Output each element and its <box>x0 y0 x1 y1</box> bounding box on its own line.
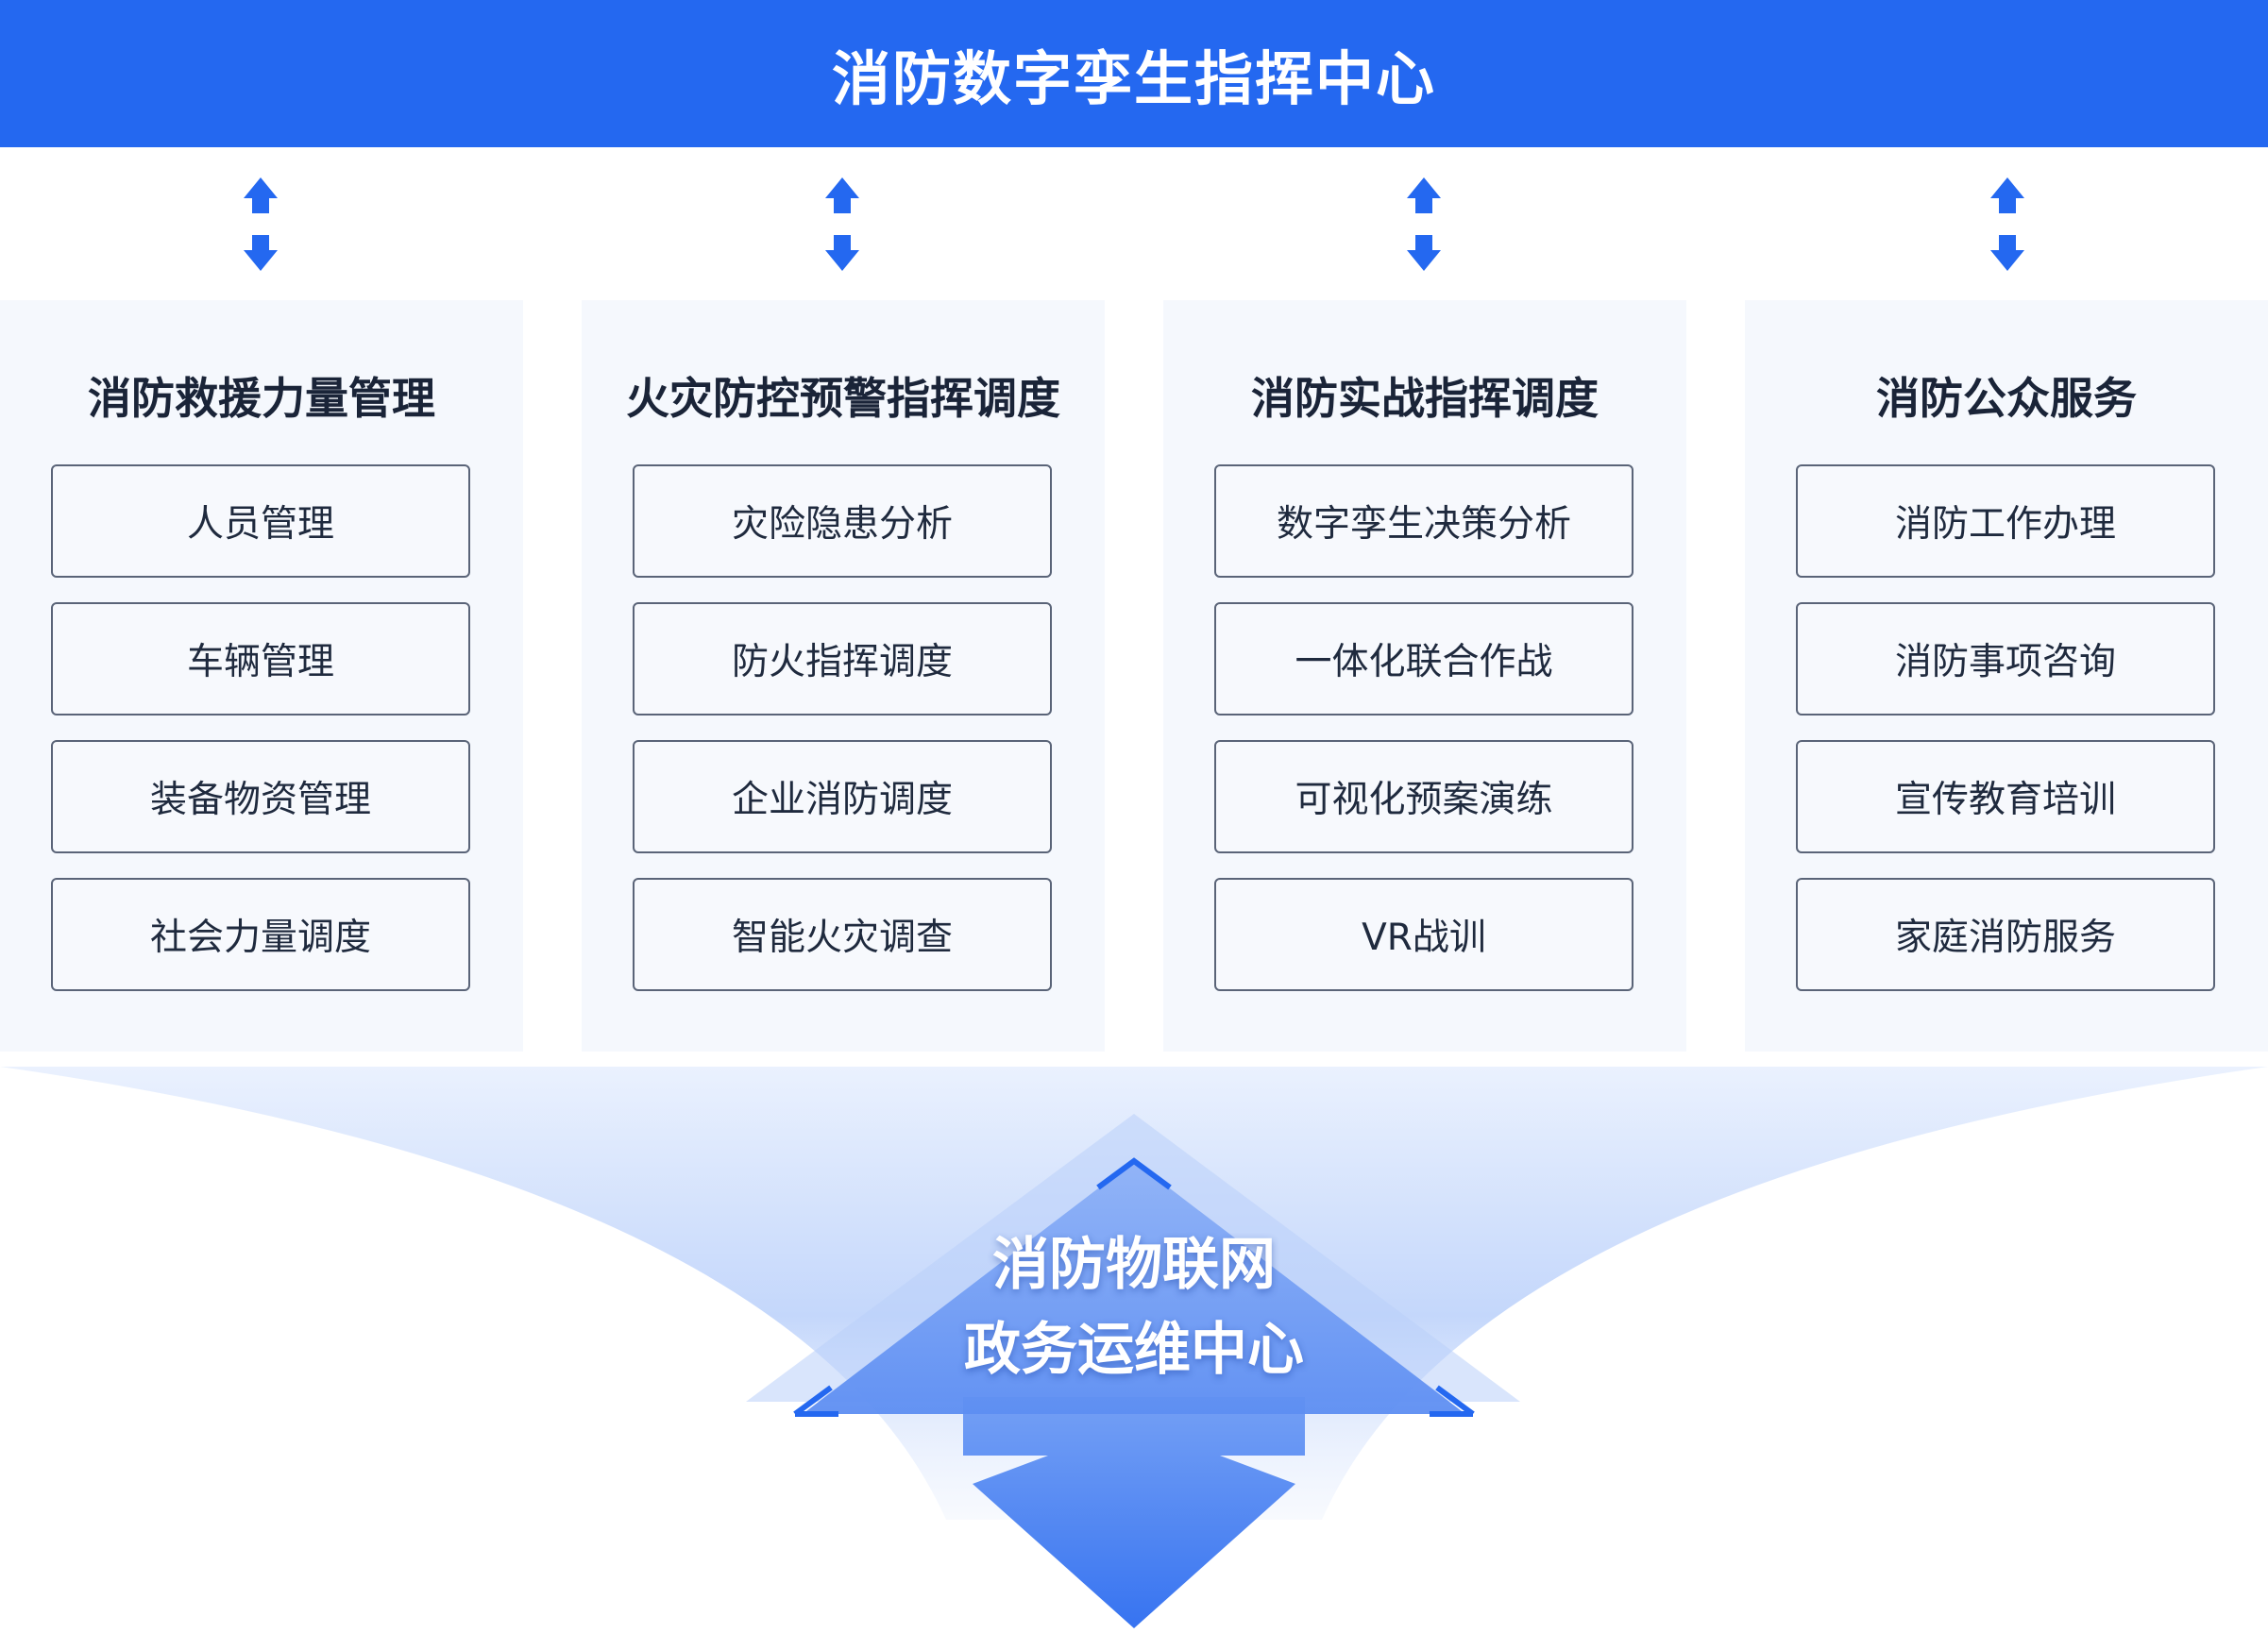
column-fire-prevention: 火灾防控预警指挥调度 灾险隐患分析 防火指挥调度 企业消防调度 智能火灾调查 <box>582 300 1105 1052</box>
top-banner: 消防数字孪生指挥中心 <box>0 0 2268 147</box>
item-box[interactable]: 可视化预案演练 <box>1214 740 1633 853</box>
item-box[interactable]: 人员管理 <box>51 464 470 578</box>
iot-ops-center-label: 消防物联网 政务运维中心 <box>851 1222 1417 1392</box>
double-arrow-icon <box>244 177 278 271</box>
item-box[interactable]: 智能火灾调查 <box>633 878 1052 991</box>
item-box[interactable]: 装备物资管理 <box>51 740 470 853</box>
item-box[interactable]: 车辆管理 <box>51 602 470 715</box>
item-box[interactable]: 消防事项咨询 <box>1796 602 2215 715</box>
converging-funnel-graphic <box>0 1067 2268 1628</box>
double-arrow-icon <box>825 177 859 271</box>
column-rescue-force: 消防救援力量管理 人员管理 车辆管理 装备物资管理 社会力量调度 <box>0 300 523 1052</box>
item-box[interactable]: 灾险隐患分析 <box>633 464 1052 578</box>
item-box[interactable]: 社会力量调度 <box>51 878 470 991</box>
item-box[interactable]: 一体化联合作战 <box>1214 602 1633 715</box>
column-title: 消防公众服务 <box>1876 373 2137 424</box>
connector-arrows <box>244 177 2024 271</box>
double-arrow-icon <box>1990 177 2024 271</box>
corner-accent <box>1435 1385 1475 1417</box>
bottom-title-line1: 消防物联网 <box>992 1232 1276 1298</box>
item-box[interactable]: 宣传教育培训 <box>1796 740 2215 853</box>
corner-accent <box>1096 1157 1172 1190</box>
double-arrow-icon <box>1407 177 1441 271</box>
diamond-main <box>803 1161 1465 1414</box>
down-arrow-icon <box>963 1397 1305 1628</box>
item-box[interactable]: 消防工作办理 <box>1796 464 2215 578</box>
item-box[interactable]: 数字孪生决策分析 <box>1214 464 1633 578</box>
column-title: 消防救援力量管理 <box>88 373 435 424</box>
item-box[interactable]: 防火指挥调度 <box>633 602 1052 715</box>
item-box[interactable]: 企业消防调度 <box>633 740 1052 853</box>
corner-accent <box>793 1385 833 1417</box>
column-title: 消防实战指挥调度 <box>1251 373 1599 424</box>
bottom-title-line2: 政务运维中心 <box>964 1317 1304 1383</box>
item-box[interactable]: 家庭消防服务 <box>1796 878 2215 991</box>
column-combat-command: 消防实战指挥调度 数字孪生决策分析 一体化联合作战 可视化预案演练 VR战训 <box>1163 300 1686 1052</box>
column-title: 火灾防控预警指挥调度 <box>626 373 1060 424</box>
item-box[interactable]: VR战训 <box>1214 878 1633 991</box>
page-title: 消防数字孪生指挥中心 <box>831 44 1436 113</box>
column-public-service: 消防公众服务 消防工作办理 消防事项咨询 宣传教育培训 家庭消防服务 <box>1745 300 2268 1052</box>
